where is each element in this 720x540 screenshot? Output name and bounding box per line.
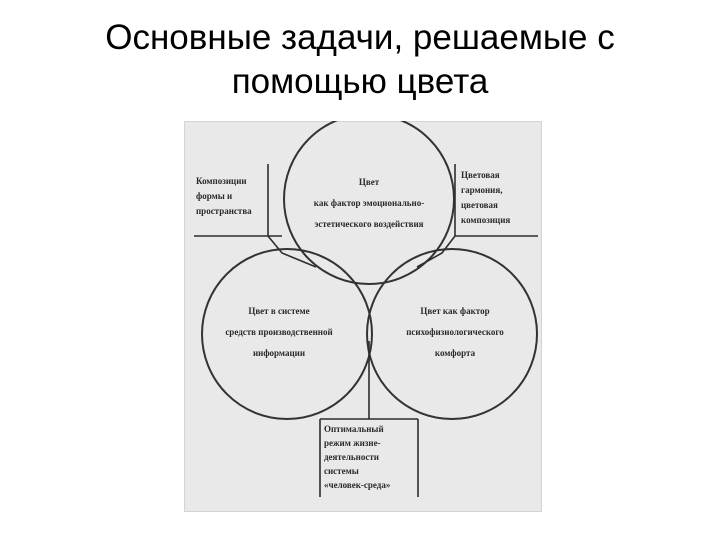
top-left-arrow xyxy=(267,235,317,268)
right-circle-line-3: комфорта xyxy=(435,348,476,358)
right-circle xyxy=(366,248,538,420)
diagram-scan: Цвет как фактор эмоционально- эстетическ… xyxy=(184,121,542,512)
title-line-1: Основные задачи, решаемые с xyxy=(105,18,615,57)
top-right-label-line-2: гармония, xyxy=(461,185,502,195)
left-circle-line-1: Цвет в системе xyxy=(248,306,309,316)
top-right-label-line-3: цветовая xyxy=(461,200,498,210)
left-circle-line-2: средств производственной xyxy=(225,327,332,337)
top-circle-line-3: эстетического воздействия xyxy=(314,219,423,229)
top-circle xyxy=(283,121,455,285)
bottom-label-line-5: «человек-среда» xyxy=(324,480,391,490)
venn-diagram: Цвет как фактор эмоционально- эстетическ… xyxy=(194,121,538,497)
bottom-label-line-3: деятельности xyxy=(324,452,379,462)
top-circle-line-2: как фактор эмоционально- xyxy=(314,198,424,208)
bottom-label-line-1: Оптимальный xyxy=(324,424,384,434)
top-right-label-line-1: Цветовая xyxy=(461,170,500,180)
left-circle-line-3: информации xyxy=(253,348,305,358)
right-circle-line-2: психофизиологического xyxy=(406,327,504,337)
title-line-2: помощью цвета xyxy=(231,62,489,101)
top-circle-line-1: Цвет xyxy=(359,177,380,187)
top-right-label-line-4: композиция xyxy=(461,215,510,225)
bottom-label-line-4: системы xyxy=(324,466,359,476)
slide-title: Основные задачи, решаемые с помощью цвет… xyxy=(0,16,720,104)
top-left-label-line-3: пространства xyxy=(196,206,252,216)
top-left-label-line-2: формы и xyxy=(196,191,232,201)
top-right-arrow xyxy=(416,235,456,268)
left-circle xyxy=(201,248,373,420)
top-left-label-line-1: Композиции xyxy=(196,176,247,186)
bottom-label-line-2: режим жизне- xyxy=(324,438,381,448)
right-circle-line-1: Цвет как фактор xyxy=(420,306,489,316)
